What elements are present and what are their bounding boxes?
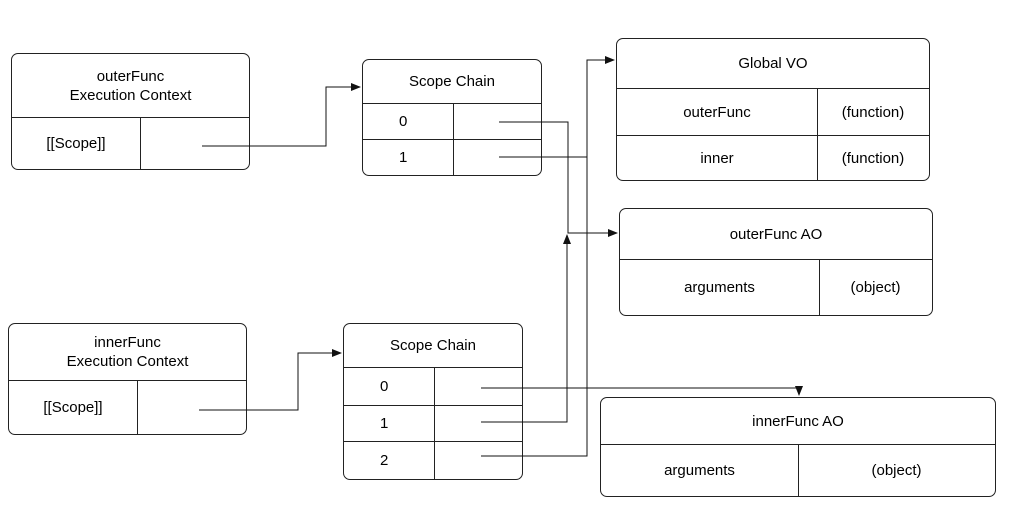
global-vo-divider-0	[817, 89, 818, 135]
outer-chain-row-0: 0	[363, 104, 541, 139]
global-vo: Global VO outerFunc (function) inner (fu…	[616, 38, 930, 181]
global-vo-row-0: outerFunc (function)	[617, 89, 929, 135]
outer-ec-title-line2: Execution Context	[69, 86, 192, 104]
inner-ao-name-0: arguments	[664, 462, 735, 479]
outer-execution-context: outerFunc Execution Context [[Scope]]	[11, 53, 250, 170]
outer-chain-divider-1	[453, 140, 454, 175]
inner-ec-divider	[137, 381, 138, 434]
inner-chain-index-0: 0	[380, 378, 389, 395]
arrow-inner-chain-0-to-inner-ao	[481, 386, 803, 396]
inner-ao-divider-0	[798, 445, 799, 496]
inner-execution-context: innerFunc Execution Context [[Scope]]	[8, 323, 247, 435]
inner-chain-index-2: 2	[380, 452, 389, 469]
global-vo-value-1: (function)	[841, 149, 905, 167]
outer-chain-index-0: 0	[399, 113, 408, 130]
inner-func-ao: innerFunc AO arguments (object)	[600, 397, 996, 497]
outer-ec-scope-label: [[Scope]]	[46, 135, 106, 152]
inner-ao-title: innerFunc AO	[601, 398, 995, 445]
global-vo-row-1: inner (function)	[617, 135, 929, 180]
inner-ec-scope-row: [[Scope]]	[9, 381, 246, 434]
outer-ec-title-line1: outerFunc	[96, 67, 165, 85]
global-vo-value-0: (function)	[841, 103, 905, 121]
inner-ec-title: innerFunc Execution Context	[9, 324, 246, 381]
inner-chain-row-0: 0	[344, 368, 522, 405]
inner-chain-divider-0	[434, 368, 435, 405]
outer-ec-scope-row: [[Scope]]	[12, 118, 249, 169]
inner-chain-row-1: 1	[344, 405, 522, 441]
inner-chain-title: Scope Chain	[344, 324, 522, 368]
outer-ao-row-0: arguments (object)	[620, 260, 932, 315]
outer-ec-divider	[140, 118, 141, 169]
outer-scope-chain: Scope Chain 0 1	[362, 59, 542, 176]
global-vo-title: Global VO	[617, 39, 929, 89]
inner-chain-row-2: 2	[344, 441, 522, 479]
inner-ec-title-line1: innerFunc	[94, 334, 161, 351]
outer-chain-index-1: 1	[399, 149, 408, 166]
outer-chain-row-1: 1	[363, 139, 541, 175]
global-vo-name-1: inner	[700, 149, 734, 167]
outer-ao-name-0: arguments	[684, 279, 755, 296]
inner-chain-divider-1	[434, 406, 435, 441]
outer-chain-divider-0	[453, 104, 454, 139]
inner-ec-title-line2: Execution Context	[66, 353, 189, 370]
outer-func-ao: outerFunc AO arguments (object)	[619, 208, 933, 316]
outer-chain-title: Scope Chain	[363, 60, 541, 104]
inner-chain-divider-2	[434, 442, 435, 479]
outer-ao-title: outerFunc AO	[620, 209, 932, 260]
inner-scope-chain: Scope Chain 0 1 2	[343, 323, 523, 480]
inner-ao-row-0: arguments (object)	[601, 445, 995, 496]
inner-ao-value-0: (object)	[871, 462, 922, 479]
global-vo-divider-1	[817, 136, 818, 180]
global-vo-name-0: outerFunc	[683, 103, 751, 121]
inner-ec-scope-label: [[Scope]]	[43, 399, 103, 416]
inner-chain-index-1: 1	[380, 415, 389, 432]
outer-ao-divider-0	[819, 260, 820, 315]
outer-ec-title: outerFunc Execution Context	[12, 54, 249, 118]
outer-ao-value-0: (object)	[850, 279, 901, 296]
